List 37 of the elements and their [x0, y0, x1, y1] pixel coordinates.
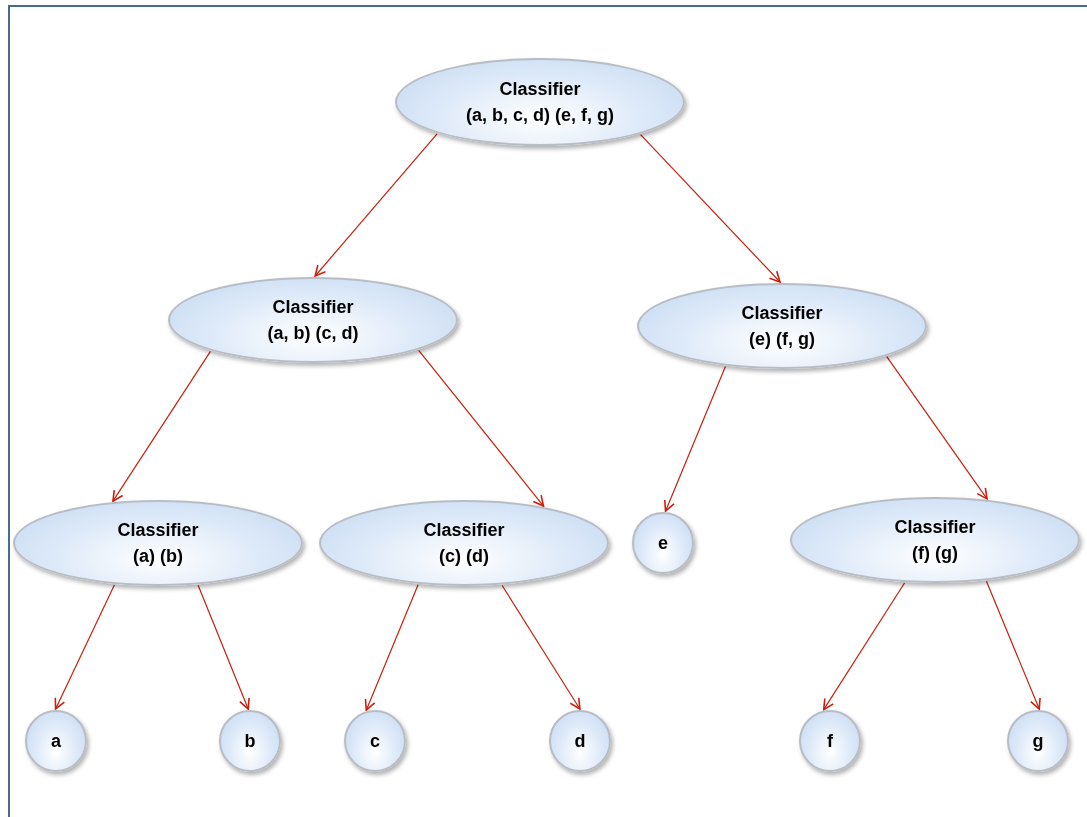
leaf-circle [549, 710, 611, 772]
arrow [640, 134, 781, 283]
leaf-circle [344, 710, 406, 772]
node-label: Classifier [894, 516, 976, 539]
arrow [418, 349, 545, 507]
arrow [314, 133, 438, 277]
node-label: Classifier [423, 519, 505, 542]
node-label: Classifier [117, 519, 199, 542]
node-label: (a, b) (c, d) [267, 322, 359, 345]
arrow [197, 584, 250, 710]
node-label: Classifier [741, 302, 823, 325]
arrow [501, 584, 581, 710]
node-label: (f) (g) [912, 542, 958, 565]
arrow [112, 350, 212, 502]
node-label: g [1032, 730, 1044, 753]
node-label: Classifier [499, 78, 581, 101]
node-label: f [827, 730, 833, 753]
node-label: d [574, 730, 586, 753]
node-label: (c) (d) [439, 545, 489, 568]
node-label: c [370, 730, 380, 753]
node-label: Classifier [272, 296, 354, 319]
node-label: (a) (b) [133, 545, 183, 568]
arrow [822, 582, 906, 711]
leaf-circle [1007, 710, 1069, 772]
node-label: e [658, 532, 668, 555]
node-label: (a, b, c, d) (e, f, g) [466, 104, 614, 127]
leaf-circle [632, 512, 694, 574]
arrow [985, 580, 1041, 710]
arrow [54, 584, 115, 710]
leaf-circle [219, 710, 281, 772]
leaf-circle [799, 710, 861, 772]
node-label: b [244, 730, 256, 753]
arrow [886, 356, 988, 500]
node-label: (e) (f, g) [749, 328, 815, 351]
arrow [364, 584, 419, 711]
node-label: a [51, 730, 61, 753]
leaf-circle [25, 710, 87, 772]
